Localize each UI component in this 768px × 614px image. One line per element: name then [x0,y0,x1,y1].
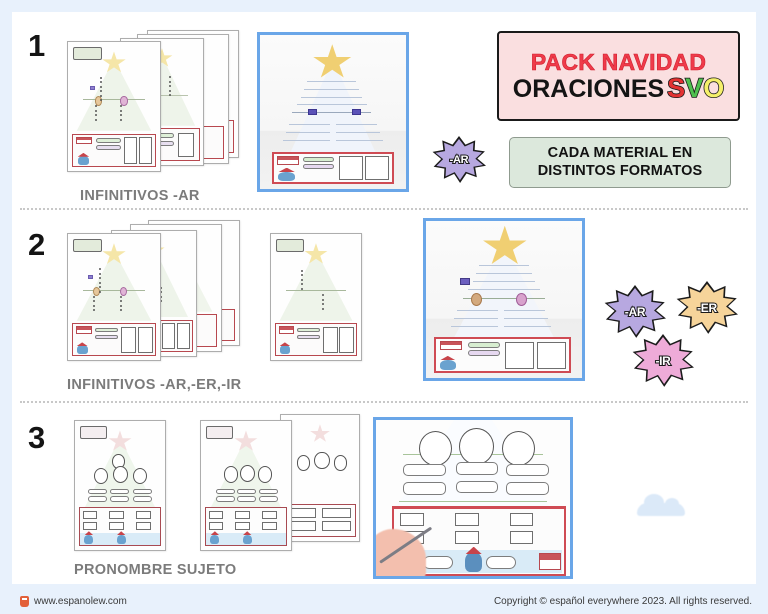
title-block: PACK NAVIDAD ORACIONES SVO [497,31,740,121]
subtitle-line-1: CADA MATERIAL EN [547,145,693,162]
section-2: 2 [12,209,756,402]
section-1-number: 1 [28,28,45,63]
badge-label: -AR [624,304,647,320]
section-1-label: INFINITIVOS -AR [80,188,200,204]
section-3: 3 [12,403,756,584]
badge-label: -ER [696,300,718,316]
photo-infinitivos-ar[interactable] [257,32,409,192]
section-2-number: 2 [28,227,45,262]
photo-pronombre-sujeto[interactable] [373,417,573,579]
section-divider [20,401,748,403]
section-1: 1 [12,12,756,208]
photo-infinitivos-ar-er-ir[interactable] [423,218,585,381]
bookmark-icon [20,596,29,607]
badge-label: -AR [449,153,470,167]
badge-ar: -AR [604,285,666,338]
worksheet-thumbnail[interactable] [67,41,161,172]
title-line-1: PACK NAVIDAD [530,48,707,75]
worksheet-thumbnail[interactable] [67,233,161,361]
badge-er: -ER [676,281,738,334]
worksheet-thumbnail[interactable] [280,414,360,542]
title-line-2-word: ORACIONES [512,74,665,103]
white-canvas: 1 [12,12,756,584]
section-3-label: PRONOMBRE SUJETO [74,562,237,578]
worksheet-thumbnail[interactable] [270,233,362,361]
footer: www.espanolew.com Copyright © español ev… [0,588,768,614]
footer-url[interactable]: www.espanolew.com [34,595,127,607]
badge-ar: -AR [432,136,486,184]
svo-acronym: SVO [666,72,725,103]
badge-ir: -IR [632,334,694,387]
worksheet-thumbnail[interactable] [74,420,166,551]
worksheet-thumbnail[interactable] [200,420,292,551]
footer-copyright: Copyright © español everywhere 2023. All… [493,595,752,607]
section-3-number: 3 [28,420,45,455]
section-2-label: INFINITIVOS -AR,-ER,-IR [67,377,242,393]
section-divider [20,208,748,210]
badge-label: -IR [654,353,671,369]
subtitle-line-2: DISTINTOS FORMATOS [537,162,703,179]
subtitle-block: CADA MATERIAL EN DISTINTOS FORMATOS [509,137,731,188]
cloud-decoration [637,494,685,516]
